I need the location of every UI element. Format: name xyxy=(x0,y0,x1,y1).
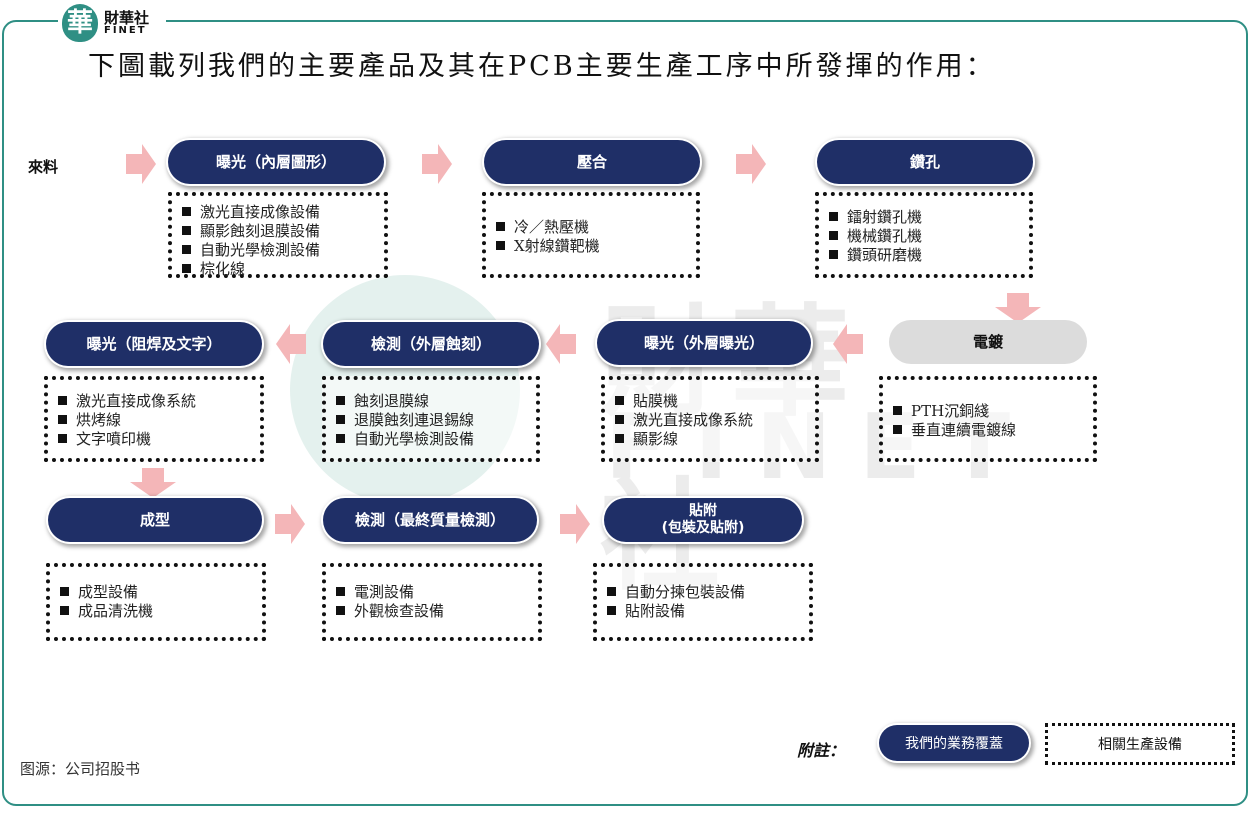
equipment-item: 激光直接成像系統 xyxy=(58,392,260,411)
equipment-box-packaging: 自動分揀包裝設備 貼附設備 xyxy=(593,563,813,641)
legend-our-business: 我們的業務覆蓋 xyxy=(879,725,1029,761)
source-note: 图源：公司招股书 xyxy=(20,760,141,778)
legend-related-equipment: 相關生產設備 xyxy=(1045,723,1235,765)
arrow-left-icon xyxy=(546,324,576,364)
page-title: 下圖載列我們的主要產品及其在PCB主要生產工序中所發揮的作用： xyxy=(88,51,996,82)
equipment-item: 成型設備 xyxy=(60,583,262,602)
equipment-item: 自動光學檢測設備 xyxy=(182,241,384,260)
arrow-right-icon xyxy=(422,144,452,184)
equipment-item: 貼附設備 xyxy=(607,602,809,621)
step-exposure-outer: 曝光（外層曝光） xyxy=(597,321,811,365)
equipment-item: 退膜蝕刻連退錫線 xyxy=(336,411,536,430)
arrow-right-icon xyxy=(126,144,156,184)
equipment-box-lamination: 冷／熱壓機 X射線鑽靶機 xyxy=(482,192,700,278)
logo-english-text: FINET xyxy=(104,25,147,36)
step-inspection-etch: 檢測（外層蝕刻） xyxy=(323,322,539,366)
equipment-item: 自動分揀包裝設備 xyxy=(607,583,809,602)
equipment-item: 激光直接成像系統 xyxy=(615,411,815,430)
arrow-right-icon xyxy=(275,504,305,544)
equipment-item: 電測設備 xyxy=(336,583,538,602)
equipment-item: 機械鑽孔機 xyxy=(829,227,1029,246)
equipment-item: 鐳射鑽孔機 xyxy=(829,208,1029,227)
equipment-item: 鑽頭研磨機 xyxy=(829,246,1029,265)
step-exposure-solder: 曝光（阻焊及文字） xyxy=(46,322,262,366)
equipment-item: 蝕刻退膜線 xyxy=(336,392,536,411)
equipment-item: 顯影線 xyxy=(615,430,815,449)
step-inspection-final: 檢測（最終質量檢測） xyxy=(323,498,537,542)
arrow-left-icon xyxy=(276,324,306,364)
step-plating: 電鍍 xyxy=(889,320,1087,364)
step-forming: 成型 xyxy=(48,498,262,542)
equipment-item: PTH沉銅綫 xyxy=(893,402,1093,421)
legend-label: 附註： xyxy=(797,741,846,760)
step-drilling: 鑽孔 xyxy=(817,140,1033,184)
raw-material-label: 來料 xyxy=(28,158,59,176)
equipment-item: 文字噴印機 xyxy=(58,430,260,449)
equipment-item: 棕化線 xyxy=(182,260,384,279)
equipment-item: 自動光學檢測設備 xyxy=(336,430,536,449)
equipment-item: 顯影蝕刻退膜設備 xyxy=(182,222,384,241)
step-lamination: 壓合 xyxy=(484,140,700,184)
equipment-box-inspection-etch: 蝕刻退膜線 退膜蝕刻連退錫線 自動光學檢測設備 xyxy=(322,376,540,462)
arrow-down-icon xyxy=(995,293,1041,323)
equipment-item: 垂直連續電鍍線 xyxy=(893,421,1093,440)
equipment-item: 外觀檢查設備 xyxy=(336,602,538,621)
equipment-item: 激光直接成像設備 xyxy=(182,203,384,222)
equipment-box-plating: PTH沉銅綫 垂直連續電鍍線 xyxy=(879,376,1097,462)
equipment-item: 貼膜機 xyxy=(615,392,815,411)
equipment-box-exposure-inner: 激光直接成像設備 顯影蝕刻退膜設備 自動光學檢測設備 棕化線 xyxy=(168,192,388,278)
equipment-box-inspection-final: 電測設備 外觀檢查設備 xyxy=(322,563,542,641)
arrow-down-icon xyxy=(130,468,176,498)
equipment-box-forming: 成型設備 成品清洗機 xyxy=(46,563,266,641)
equipment-item: 冷／熱壓機 xyxy=(496,218,696,237)
outer-frame xyxy=(2,20,1248,806)
arrow-right-icon xyxy=(736,144,766,184)
equipment-item: X射線鑽靶機 xyxy=(496,237,696,256)
equipment-box-exposure-outer: 貼膜機 激光直接成像系統 顯影線 xyxy=(601,376,819,462)
step-exposure-inner: 曝光（內層圖形） xyxy=(168,140,384,184)
arrow-right-icon xyxy=(560,504,590,544)
logo-chinese-text: 財華社 xyxy=(104,9,150,27)
equipment-item: 烘烤線 xyxy=(58,411,260,430)
logo-mark: 華 xyxy=(62,4,98,42)
step-packaging-line2: (包裝及貼附) xyxy=(661,520,745,536)
finet-logo: 華 財華社 FINET xyxy=(58,2,166,44)
step-packaging: 貼附 (包裝及貼附) xyxy=(604,498,802,542)
equipment-box-drilling: 鐳射鑽孔機 機械鑽孔機 鑽頭研磨機 xyxy=(815,192,1033,278)
arrow-left-icon xyxy=(833,324,863,364)
equipment-box-exposure-solder: 激光直接成像系統 烘烤線 文字噴印機 xyxy=(44,376,264,462)
equipment-item: 成品清洗機 xyxy=(60,602,262,621)
step-packaging-line1: 貼附 xyxy=(689,503,717,520)
